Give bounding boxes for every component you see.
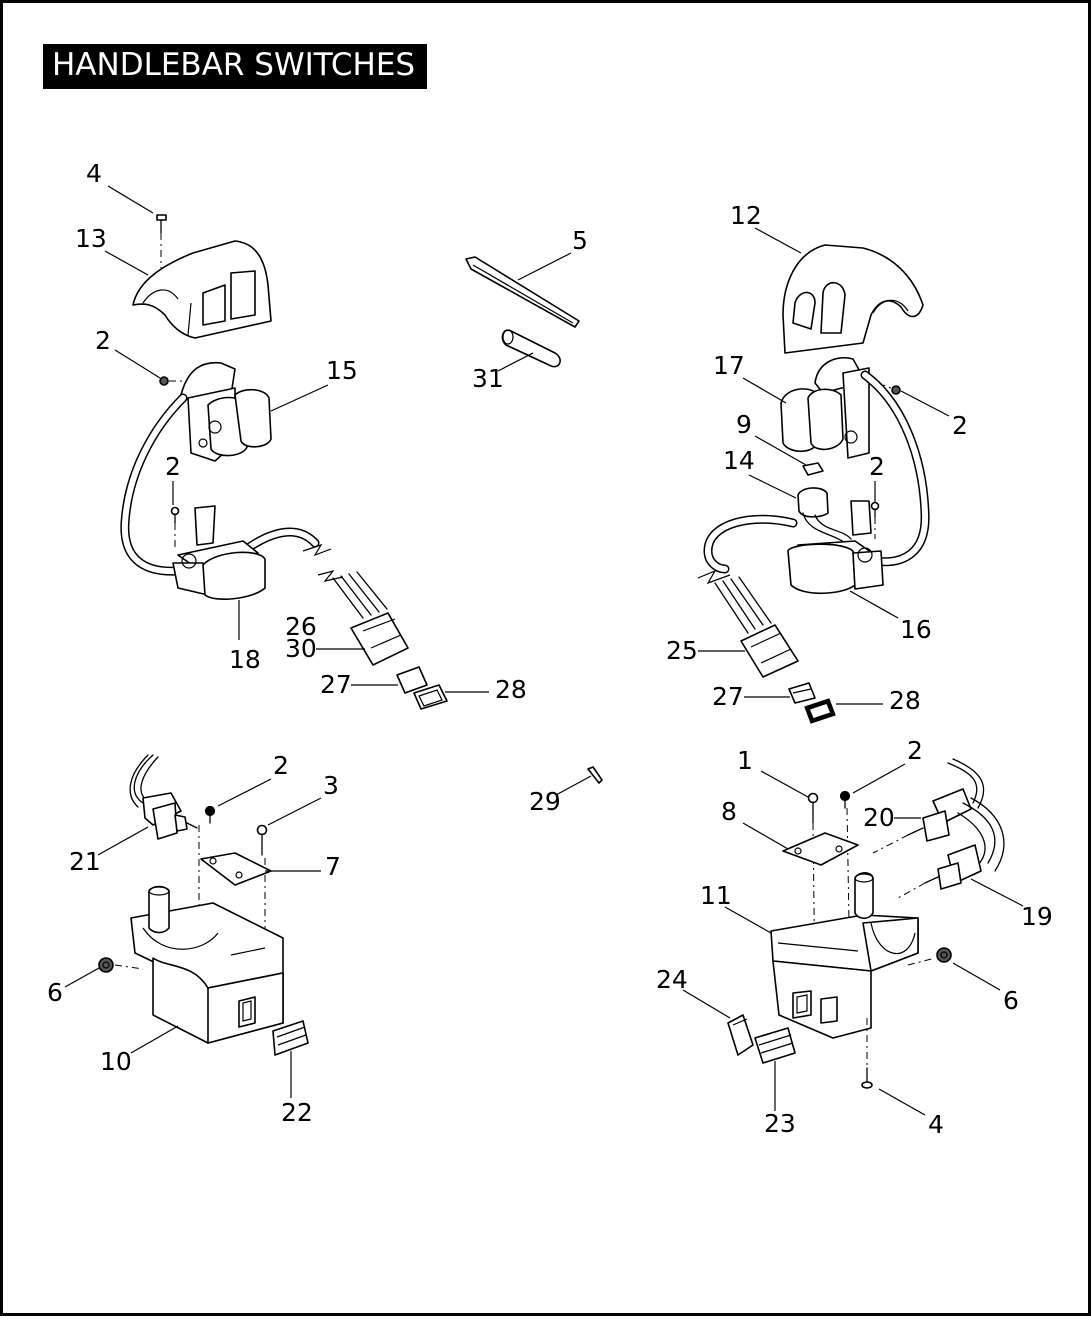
switch-part-21 — [129, 754, 198, 840]
part-label: 3 — [323, 771, 339, 800]
screw-part-4-upper — [156, 214, 167, 268]
screw-part-2-b — [170, 506, 180, 548]
bracket-part-8 — [782, 832, 859, 866]
part-label: 20 — [863, 803, 895, 832]
switch-part-19 — [897, 797, 1005, 899]
part-label: 27 — [712, 682, 744, 711]
page-title: HANDLEBAR SWITCHES — [43, 44, 428, 89]
grommet-part-6-right — [907, 947, 952, 966]
part-label: 22 — [281, 1098, 313, 1127]
part-label: 19 — [1021, 902, 1053, 931]
part-label: 8 — [721, 797, 737, 826]
part-label: 17 — [713, 351, 745, 380]
left-upper-assembly — [120, 214, 332, 600]
switch-button-part-23 — [754, 1027, 796, 1064]
bracket-right — [850, 500, 872, 536]
switch-module-part-18 — [172, 540, 266, 600]
part-label: 2 — [952, 411, 968, 440]
switch-housing-part-10 — [130, 885, 284, 1044]
sleeve-part-31 — [501, 329, 561, 368]
part-label: 6 — [47, 978, 63, 1007]
part-label: 12 — [730, 201, 762, 230]
leader-lines — [64, 185, 1024, 1116]
connector-assembly-right — [697, 569, 836, 724]
right-lower-assembly — [727, 758, 1005, 1089]
part-label: 5 — [572, 226, 588, 255]
wire-harness-left — [120, 393, 332, 576]
part-label: 18 — [229, 645, 261, 674]
part-label: 4 — [86, 159, 102, 188]
wire-harness-right — [703, 370, 930, 574]
part-label: 28 — [889, 686, 921, 715]
part-label: 31 — [472, 364, 504, 393]
part-label: 15 — [326, 356, 358, 385]
switch-cover-part-13 — [132, 240, 272, 339]
terminal-part-27-left — [396, 666, 428, 694]
screw-part-2-f — [839, 790, 851, 924]
part-label: 6 — [1003, 986, 1019, 1015]
switch-cover-part-12 — [782, 244, 924, 354]
part-label: 2 — [273, 751, 289, 780]
grommet-part-6-left — [98, 957, 144, 973]
switch-part-14 — [797, 487, 852, 544]
terminal-part-27-right — [788, 682, 816, 704]
switch-module-part-16 — [787, 540, 884, 595]
part-label: 24 — [656, 965, 688, 994]
part-label: 30 — [285, 634, 317, 663]
part-label: 2 — [95, 326, 111, 355]
switch-button-part-22 — [272, 1020, 309, 1056]
switch-module-part-15 — [180, 361, 272, 462]
pin-part-29 — [587, 766, 603, 784]
cable-strap-part-5 — [465, 256, 580, 328]
screw-part-4-lower — [861, 1018, 873, 1089]
switch-module-part-17 — [780, 357, 870, 459]
switch-button-part-24 — [727, 1014, 754, 1056]
part-labels: 4 13 2 15 2 18 26 30 27 28 5 31 12 17 2 … — [47, 159, 1053, 1139]
left-lower-assembly — [98, 754, 309, 1056]
switch-part-20 — [872, 758, 985, 854]
screw-part-3 — [256, 824, 268, 978]
part-label: 25 — [666, 636, 698, 665]
part-label: 28 — [495, 675, 527, 704]
part-label: 9 — [736, 410, 752, 439]
part-label: 14 — [723, 446, 755, 475]
exploded-view-drawing: 4 13 2 15 2 18 26 30 27 28 5 31 12 17 2 … — [47, 159, 1053, 1139]
part-label: 10 — [100, 1047, 132, 1076]
switch-housing-part-11 — [770, 871, 919, 1039]
part-label: 16 — [900, 615, 932, 644]
part-label: 7 — [325, 852, 341, 881]
part-label: 27 — [320, 670, 352, 699]
part-label: 21 — [69, 847, 101, 876]
part-label: 2 — [869, 452, 885, 481]
connector-assembly-left — [317, 569, 448, 710]
screw-part-2-d — [870, 501, 880, 539]
part-label: 2 — [907, 736, 923, 765]
part-label: 1 — [737, 746, 753, 775]
part-label: 4 — [928, 1110, 944, 1139]
bracket-left — [194, 505, 216, 546]
part-label: 11 — [700, 881, 732, 910]
part-label: 13 — [75, 224, 107, 253]
part-label: 29 — [529, 787, 561, 816]
right-upper-assembly — [703, 244, 930, 595]
part-label: 2 — [165, 452, 181, 481]
part-label: 26 — [285, 612, 317, 641]
insert-part-9 — [802, 462, 824, 476]
part-label: 23 — [764, 1109, 796, 1138]
